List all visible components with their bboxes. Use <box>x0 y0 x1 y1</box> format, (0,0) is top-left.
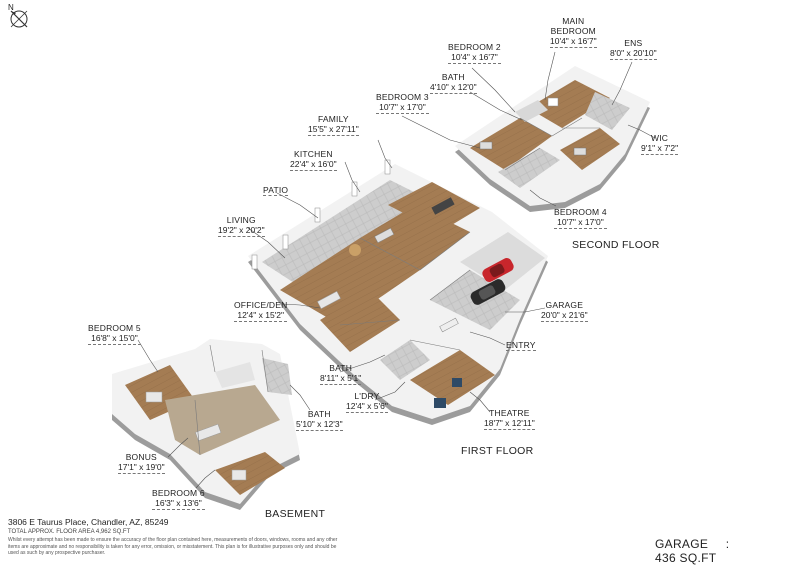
garage-area-summary: GARAGE : 436 SQ.FT <box>655 537 800 565</box>
room-label-living: LIVING 19'2" x 20'2" <box>218 215 265 237</box>
garage-area-value: 436 SQ.FT <box>655 551 717 565</box>
room-label-family: FAMILY 15'5" x 27'11" <box>308 114 359 136</box>
floor-title-basement: BASEMENT <box>265 508 326 520</box>
disclaimer-text: Whilst every attempt has been made to en… <box>8 537 338 556</box>
room-label-theatre: THEATRE 18'7" x 12'11" <box>484 408 535 430</box>
room-label-bedroom-3: BEDROOM 3 10'7" x 17'0" <box>376 92 429 114</box>
room-label-bedroom-6: BEDROOM 6 16'3" x 13'6" <box>152 488 205 510</box>
leader-lines <box>137 51 656 489</box>
room-label-patio: PATIO <box>263 185 289 196</box>
room-label-bonus: BONUS 17'1" x 19'0" <box>118 452 165 474</box>
basement-model <box>112 339 300 510</box>
room-label-kitchen: KITCHEN 22'4" x 16'0" <box>290 149 337 171</box>
room-label-garage: GARAGE 20'0" x 21'6" <box>541 300 588 322</box>
room-label-bedroom-5: BEDROOM 5 16'8" x 15'0" <box>88 323 141 345</box>
room-label-main-bedroom: MAIN BEDROOM 10'4" x 16'7" <box>550 16 597 48</box>
first-floor-model <box>248 159 548 425</box>
total-floor-area: TOTAL APPROX. FLOOR AREA 4,962 SQ.FT <box>8 529 131 535</box>
room-label-entry: ENTRY <box>506 340 536 351</box>
property-address: 3806 E Taurus Place, Chandler, AZ, 85249 <box>8 517 169 527</box>
garage-area-label: GARAGE <box>655 537 709 551</box>
room-label-bath-upper: BATH 4'10" x 12'0" <box>430 72 477 94</box>
garage-area-separator: : <box>725 537 730 551</box>
room-label-bedroom-4: BEDROOM 4 10'7" x 17'0" <box>554 207 607 229</box>
north-letter: N <box>8 3 14 12</box>
second-floor-model <box>455 66 650 212</box>
room-label-bedroom-2: BEDROOM 2 10'4" x 16'7" <box>448 42 501 64</box>
floor-title-second: SECOND FLOOR <box>572 239 660 251</box>
room-label-wic: WIC 9'1" x 7'2" <box>641 133 679 155</box>
room-label-laundry: L'DRY 12'4" x 5'6" <box>346 391 388 413</box>
room-label-ens: ENS 8'0" x 20'10" <box>610 38 657 60</box>
compass-rose-icon <box>10 10 28 28</box>
room-label-office-den: OFFICE/DEN 12'4" x 15'2" <box>234 300 288 322</box>
room-label-bath-basement: BATH 5'10" x 12'3" <box>296 409 343 431</box>
north-arrow-icon: N <box>6 3 32 31</box>
room-label-bath-main: BATH 8'11" x 5'1" <box>320 363 362 385</box>
floor-title-first: FIRST FLOOR <box>461 445 534 457</box>
